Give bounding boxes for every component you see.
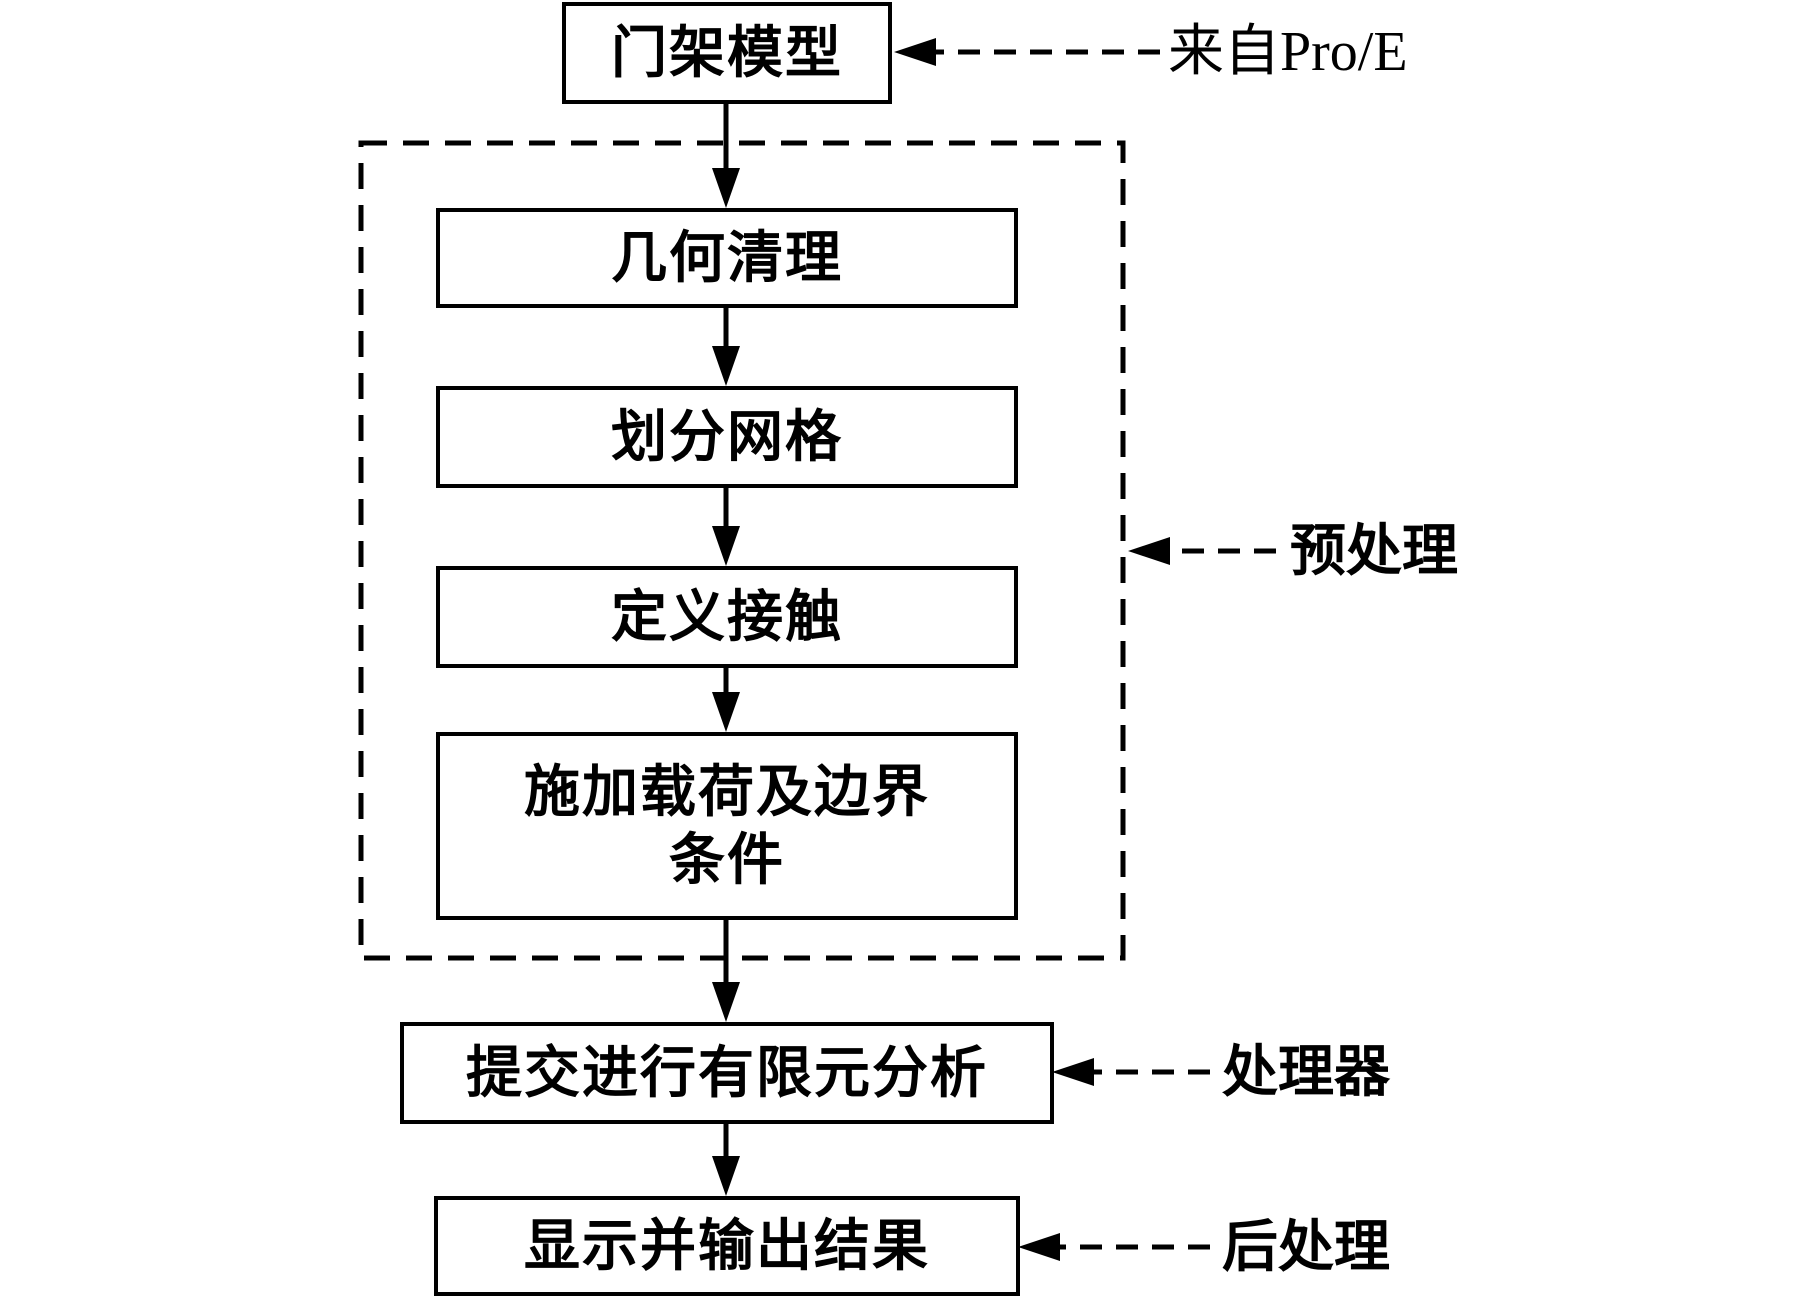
step-meshing-box: 划分网格	[436, 386, 1018, 488]
step-display-output-label: 显示并输出结果	[524, 1212, 930, 1279]
step-define-contact-label: 定义接触	[611, 583, 843, 650]
annotation-processor-label: 处理器	[1222, 1039, 1390, 1105]
step-loads-boundary-box: 施加载荷及边界条件	[436, 732, 1018, 920]
annotation-arrowhead-source	[894, 38, 936, 66]
preprocessing-group-frame	[358, 140, 1126, 961]
flow-arrowhead-cleanup	[712, 168, 740, 208]
flow-arrowhead-output	[712, 1156, 740, 1196]
flow-arrowhead-submit	[712, 982, 740, 1022]
annotation-source-label: 来自Pro/E	[1168, 21, 1408, 83]
flow-arrowhead-contact	[712, 526, 740, 566]
step-meshing-label: 划分网格	[611, 403, 843, 470]
flow-arrowhead-mesh	[712, 346, 740, 386]
step-gantry-model-label: 门架模型	[611, 19, 843, 86]
step-geometry-cleanup-label: 几何清理	[611, 224, 843, 291]
step-geometry-cleanup-box: 几何清理	[436, 208, 1018, 308]
annotation-postprocessing-label: 后处理	[1222, 1214, 1390, 1280]
step-define-contact-box: 定义接触	[436, 566, 1018, 668]
annotation-arrowhead-postprocessing	[1018, 1233, 1060, 1261]
step-loads-boundary-label: 施加载荷及边界条件	[524, 758, 930, 893]
annotation-preprocessing-label: 预处理	[1290, 518, 1458, 584]
step-display-output-box: 显示并输出结果	[434, 1196, 1020, 1296]
step-submit-analysis-box: 提交进行有限元分析	[400, 1022, 1054, 1124]
flow-arrowhead-loads	[712, 692, 740, 732]
step-gantry-model-box: 门架模型	[562, 2, 892, 104]
annotation-arrowhead-preprocessing	[1128, 537, 1170, 565]
annotation-arrowhead-processor	[1052, 1058, 1094, 1086]
step-submit-analysis-label: 提交进行有限元分析	[466, 1039, 988, 1106]
